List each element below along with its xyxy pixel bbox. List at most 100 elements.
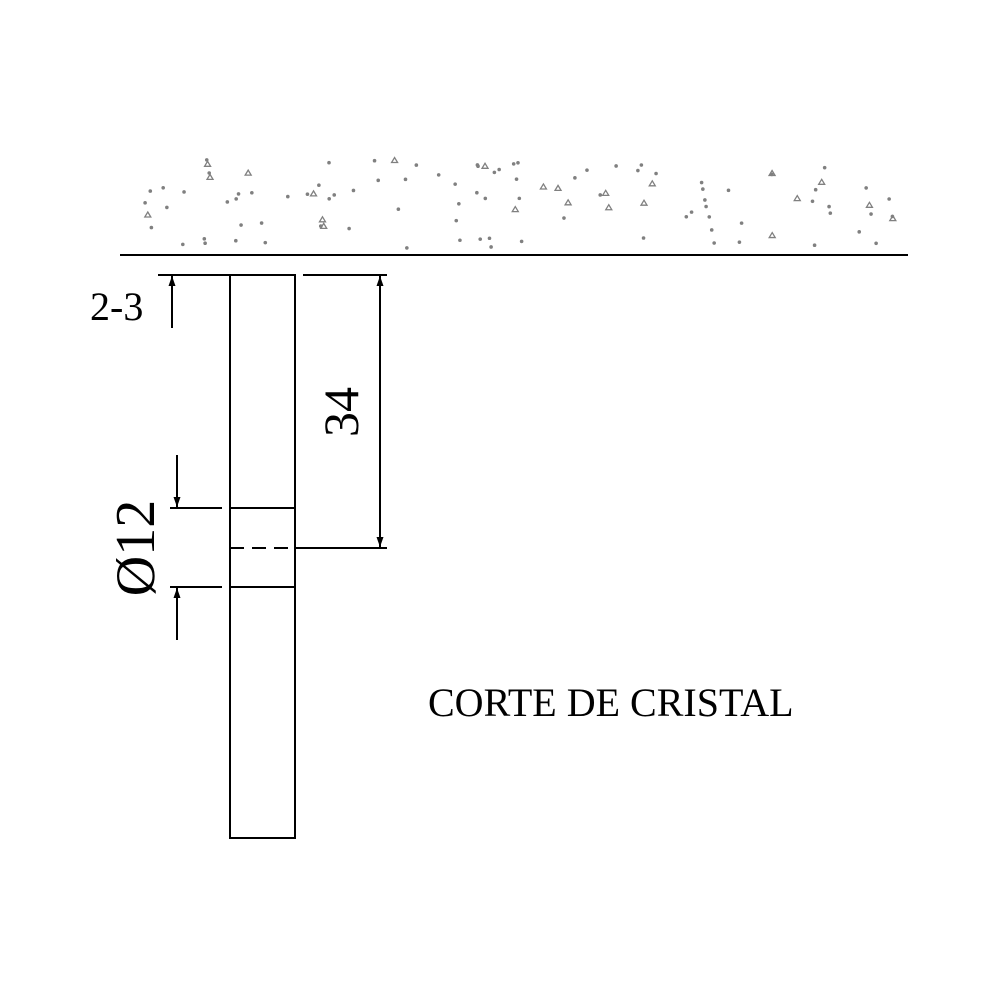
aggregate-particle xyxy=(489,245,493,249)
aggregate-particle xyxy=(827,204,831,209)
aggregate-particle xyxy=(712,241,716,245)
aggregate-particle xyxy=(563,198,573,206)
aggregate-particle xyxy=(436,173,441,177)
aggregate-particle xyxy=(704,204,708,209)
gap-dimension-label: 2-3 xyxy=(90,284,143,329)
aggregate-particle xyxy=(707,215,712,219)
aggregate-particle xyxy=(699,180,704,185)
aggregate-particle xyxy=(737,240,742,244)
aggregate-particle xyxy=(585,168,589,172)
aggregate-particle xyxy=(648,179,657,187)
aggregate-particle xyxy=(205,173,215,181)
aggregate-particle xyxy=(492,170,497,175)
aggregate-particle xyxy=(351,188,356,193)
aggregate-particle xyxy=(143,210,152,218)
aggregate-particle xyxy=(654,171,658,176)
aggregate-particle xyxy=(149,225,154,230)
aggregate-particle xyxy=(478,237,483,241)
aggregate-particle xyxy=(396,207,401,211)
aggregate-particle xyxy=(263,240,268,245)
depth-dimension xyxy=(230,274,387,549)
gap-dimension xyxy=(158,274,295,328)
aggregate-particle xyxy=(888,214,897,222)
aggregate-particle xyxy=(327,160,331,165)
aggregate-particle xyxy=(701,187,705,191)
aggregate-particle xyxy=(480,162,490,169)
aggregate-particle xyxy=(372,158,377,163)
aggregate-particle xyxy=(828,211,833,215)
aggregate-particle xyxy=(309,189,318,197)
aggregate-particle xyxy=(318,215,327,223)
aggregate-particle xyxy=(347,226,351,231)
aggregate-particle xyxy=(143,201,147,205)
aggregate-particle xyxy=(517,196,522,201)
aggregate-particle xyxy=(454,218,459,223)
aggregate-particle xyxy=(810,199,815,204)
aggregate-particle xyxy=(250,190,254,195)
aggregate-particle xyxy=(244,168,253,176)
aggregate-particle xyxy=(317,183,321,188)
aggregate-particle xyxy=(516,160,520,165)
aggregate-particle xyxy=(234,238,238,243)
aggregate-particle xyxy=(857,230,862,234)
glass-panel xyxy=(229,274,296,839)
aggregate-particle xyxy=(182,190,186,194)
aggregate-particle xyxy=(181,242,185,247)
aggregate-particle xyxy=(161,185,165,190)
aggregate-particle xyxy=(684,215,689,219)
aggregate-particle xyxy=(887,197,891,201)
aggregate-particle xyxy=(458,238,462,243)
aggregate-particle xyxy=(817,178,826,185)
aggregate-particle xyxy=(305,192,310,197)
aggregate-particle xyxy=(604,203,613,211)
aggregate-particle xyxy=(203,160,212,167)
aggregate-particle xyxy=(511,162,516,166)
aggregate-particle xyxy=(225,200,230,204)
aggregate-particle xyxy=(457,201,461,206)
aggregate-particle xyxy=(376,178,381,183)
aggregate-particle xyxy=(874,241,878,246)
aggregate-particle xyxy=(598,193,603,197)
aggregate-particle xyxy=(539,182,548,190)
aggregate-particle xyxy=(573,176,577,180)
aggregate-particle xyxy=(562,216,566,220)
aggregate-particle xyxy=(822,165,827,170)
aggregate-particle xyxy=(405,246,409,250)
aggregate-particle xyxy=(614,164,618,168)
aggregate-particle xyxy=(511,205,520,213)
aggregate-particle xyxy=(475,163,480,167)
aggregate-particle xyxy=(689,210,694,214)
aggregate-particle xyxy=(703,198,707,202)
aggregate-particle xyxy=(726,188,731,193)
aggregate-particle xyxy=(403,177,408,182)
aggregate-particle xyxy=(414,163,419,167)
aggregate-particle xyxy=(236,192,241,196)
aggregate-particle xyxy=(639,198,649,206)
aggregate-particle xyxy=(601,189,610,197)
concrete-aggregate-hatch xyxy=(143,156,897,250)
aggregate-particle xyxy=(259,221,264,225)
aggregate-particle xyxy=(770,172,774,177)
aggregate-particle xyxy=(318,224,323,228)
aggregate-particle xyxy=(869,212,873,216)
aggregate-particle xyxy=(487,236,492,241)
aggregate-particle xyxy=(812,243,817,248)
aggregate-particle xyxy=(641,236,646,240)
aggregate-particle xyxy=(519,239,524,244)
aggregate-particle xyxy=(239,223,243,227)
aggregate-particle xyxy=(739,221,744,225)
aggregate-particle xyxy=(639,163,644,167)
aggregate-particle xyxy=(865,201,874,208)
aggregate-particle xyxy=(514,177,519,181)
aggregate-particle xyxy=(453,182,457,186)
aggregate-particle xyxy=(793,194,802,202)
aggregate-particle xyxy=(286,194,290,199)
aggregate-particle xyxy=(709,228,714,232)
aggregate-particle xyxy=(148,189,153,193)
aggregate-particle xyxy=(636,168,640,173)
aggregate-particle xyxy=(234,197,238,201)
drawing-title: CORTE DE CRISTAL xyxy=(428,680,794,725)
aggregate-particle xyxy=(202,237,207,241)
